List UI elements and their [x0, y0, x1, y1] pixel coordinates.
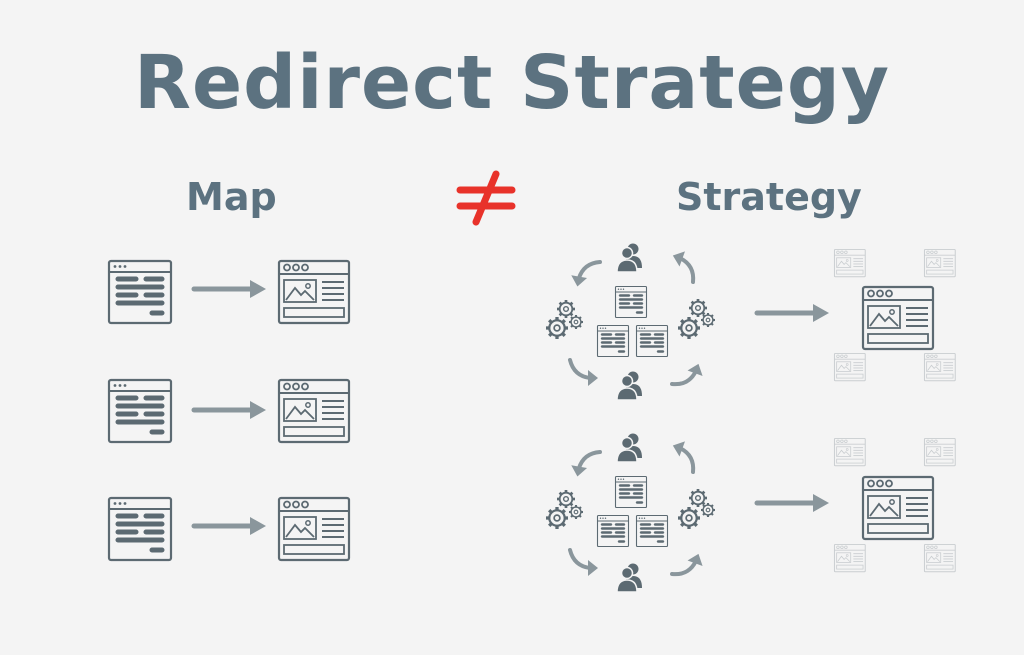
image-page-icon [833, 248, 866, 278]
image-page-icon [923, 543, 956, 573]
image-page-icon [833, 543, 866, 573]
people-icon [616, 242, 643, 273]
cycle-arrow-icon [664, 245, 704, 284]
right-arrow-icon [194, 517, 266, 535]
strategy-cluster [544, 432, 956, 593]
image-page-icon [923, 437, 956, 467]
cycle-arrow-icon [567, 445, 602, 482]
cycle-arrow-icon [567, 255, 602, 292]
text-page-icon [635, 514, 669, 548]
image-page-icon [923, 248, 956, 278]
text-page-icon [635, 324, 669, 358]
people-icon [616, 432, 643, 463]
people-icon [616, 562, 643, 593]
right-arrow-icon [757, 494, 829, 512]
not-equal-icon [456, 170, 516, 226]
cycle-arrow-icon [670, 545, 709, 585]
strategy-cluster [544, 242, 956, 401]
image-page-icon [277, 496, 351, 562]
image-page-icon [833, 437, 866, 467]
cycle-arrow-icon [568, 548, 600, 578]
cycle-arrow-icon [664, 435, 704, 474]
strategy-heading: Strategy [676, 175, 862, 219]
right-arrow-icon [757, 304, 829, 322]
map-row [107, 496, 351, 562]
map-row [107, 378, 351, 444]
text-page-icon [596, 324, 630, 358]
map-row [107, 259, 351, 325]
gears-icon [676, 297, 717, 341]
cycle-arrow-icon [568, 358, 600, 388]
image-page-icon [861, 475, 935, 541]
gears-icon [544, 298, 585, 341]
image-page-icon [277, 378, 351, 444]
gears-icon [544, 488, 585, 531]
image-page-icon [277, 259, 351, 325]
gears-icon [676, 487, 717, 531]
cycle-arrow-icon [670, 355, 709, 395]
page-title: Redirect Strategy [133, 40, 891, 126]
text-page-icon [596, 514, 630, 548]
text-page-icon [614, 285, 648, 319]
text-page-icon [107, 496, 173, 562]
right-arrow-icon [194, 280, 266, 298]
people-icon [616, 370, 643, 401]
map-heading: Map [186, 175, 277, 219]
image-page-icon [833, 352, 866, 382]
text-page-icon [107, 259, 173, 325]
image-page-icon [861, 285, 935, 351]
text-page-icon [614, 475, 648, 509]
right-arrow-icon [194, 401, 266, 419]
text-page-icon [107, 378, 173, 444]
image-page-icon [923, 352, 956, 382]
